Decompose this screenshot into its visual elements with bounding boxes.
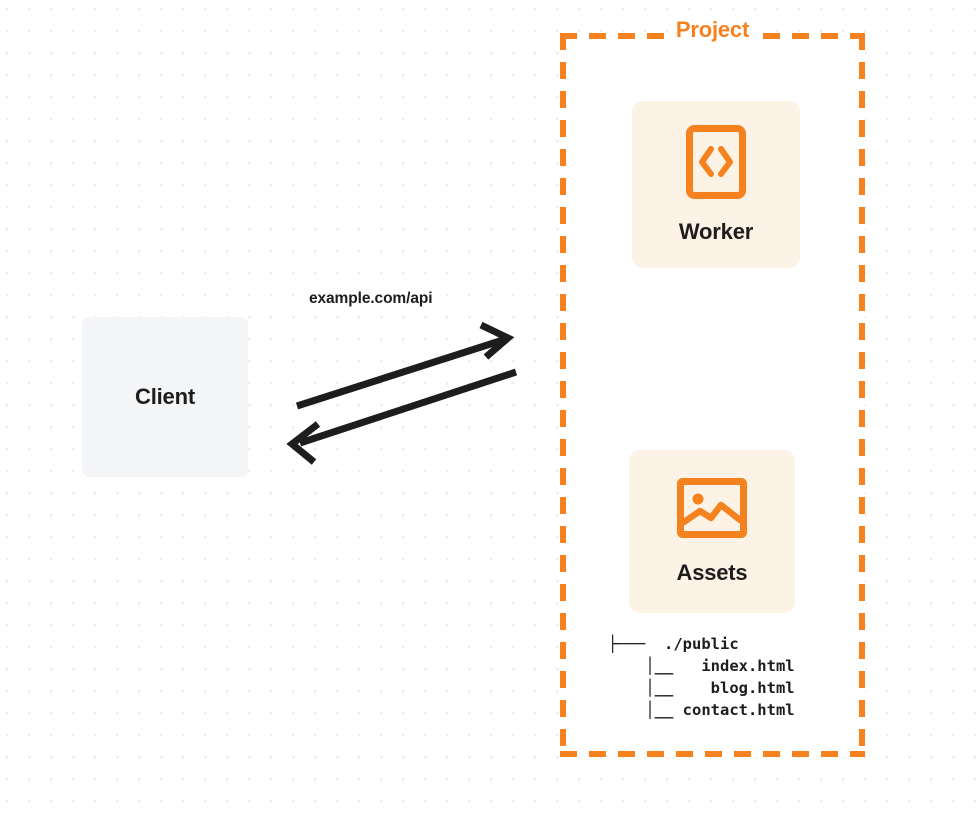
asset-file-tree: ├─── ./public │__ index.html │__ blog.ht…: [608, 634, 795, 719]
project-border-right: [859, 33, 865, 757]
client-node[interactable]: Client: [82, 317, 248, 477]
worker-card[interactable]: Worker: [632, 101, 800, 268]
arrow-response: [286, 368, 518, 465]
code-brackets-icon: [685, 124, 747, 205]
connection-label: example.com/api: [309, 290, 433, 307]
assets-card[interactable]: Assets: [629, 450, 795, 613]
assets-card-label: Assets: [676, 560, 748, 585]
worker-card-label: Worker: [678, 219, 754, 244]
image-icon: [676, 477, 748, 544]
project-title: Project: [668, 17, 757, 43]
project-border-left: [560, 33, 566, 757]
project-border-bottom: [560, 751, 865, 757]
arrow-request: [295, 321, 515, 410]
client-node-label: Client: [135, 384, 195, 409]
project-container: Project Worker Assets: [560, 17, 865, 757]
